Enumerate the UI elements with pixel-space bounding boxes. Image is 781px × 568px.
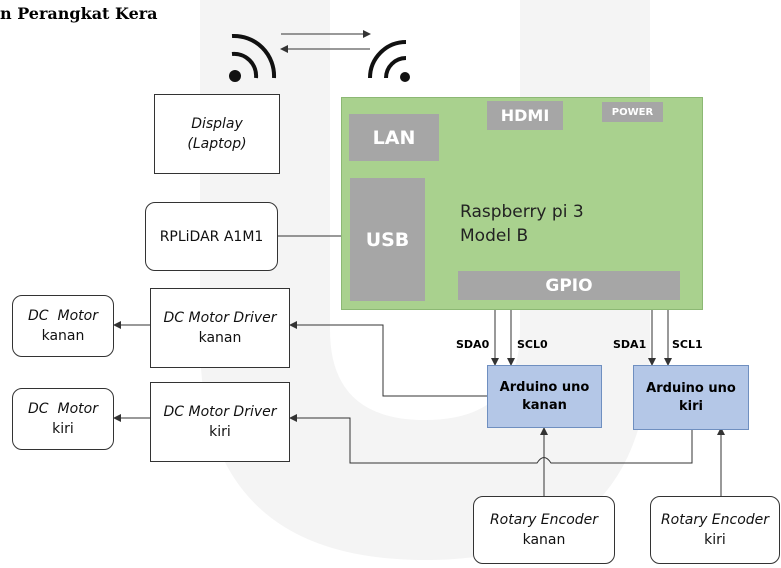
hdmi-label: HDMI (500, 106, 550, 125)
arduino-uno-kiri: Arduino uno kiri (633, 365, 749, 430)
motor-driver-kanan: DC Motor Driver kanan (150, 288, 290, 368)
scl1-label: SCL1 (672, 338, 703, 351)
dc-motor-kanan: DC Motor kanan (12, 295, 114, 357)
power-label: POWER (611, 106, 654, 118)
usb-port: USB (350, 178, 425, 301)
encoder-kiri-label: Rotary Encoder (660, 512, 770, 528)
rotary-encoder-kiri: Rotary Encoder kiri (650, 496, 780, 564)
arduino-kanan-label: Arduino uno (499, 379, 590, 395)
sda1-label: SDA1 (613, 338, 647, 351)
page-title: n Perangkat Kera (0, 4, 158, 23)
raspberry-pi-name: Raspberry pi 3 (460, 202, 584, 222)
dc-motor-kanan-label: DC Motor (28, 306, 98, 326)
dc-word: DC (28, 401, 49, 417)
encoder-kanan-side: kanan (522, 532, 566, 548)
gpio-label: GPIO (545, 275, 593, 296)
motor-driver-kiri: DC Motor Driver kiri (150, 382, 290, 462)
gpio-header: GPIO (458, 271, 680, 300)
motor-word: Motor (57, 401, 98, 417)
arduino-kanan-side: kanan (522, 397, 567, 413)
wifi-signal-icon-left (229, 33, 277, 82)
wifi-signal-icon-right (368, 40, 410, 82)
motor-driver-kiri-label: DC Motor Driver (163, 404, 277, 420)
display-sublabel: (Laptop) (187, 136, 247, 152)
rotary-encoder-kanan: Rotary Encoder kanan (473, 496, 615, 564)
arduino-uno-kanan: Arduino uno kanan (487, 365, 602, 428)
display-laptop-box: Display (Laptop) (154, 94, 280, 174)
sda0-label: SDA0 (456, 338, 490, 351)
display-label: Display (191, 116, 243, 132)
lan-label: LAN (372, 126, 416, 149)
encoder-kanan-label: Rotary Encoder (489, 512, 599, 528)
power-port: POWER (602, 102, 663, 122)
motor-driver-kanan-label: DC Motor Driver (163, 310, 277, 326)
dc-motor-kiri-side: kiri (52, 421, 74, 437)
motor-word: Motor (57, 308, 98, 324)
dc-motor-kanan-side: kanan (41, 328, 85, 344)
raspberry-pi-title: Raspberry pi 3 Model B (460, 200, 660, 248)
arduino-kiri-label: Arduino uno (646, 380, 736, 396)
arduino-kiri-side: kiri (679, 398, 703, 414)
motor-driver-kanan-side: kanan (198, 330, 242, 346)
raspberry-pi-model: Model B (460, 226, 529, 246)
rplidar-box: RPLiDAR A1M1 (145, 202, 278, 271)
hdmi-port: HDMI (487, 101, 563, 130)
dc-word: DC (28, 308, 49, 324)
dc-motor-kiri-label: DC Motor (28, 399, 98, 419)
arduino-kanan-to-driver-kanan (289, 321, 487, 397)
scl0-label: SCL0 (517, 338, 548, 351)
usb-label: USB (365, 228, 410, 251)
dc-motor-kiri: DC Motor kiri (12, 388, 114, 450)
encoder-kiri-side: kiri (704, 532, 726, 548)
rplidar-label: RPLiDAR A1M1 (159, 228, 264, 245)
motor-driver-kiri-side: kiri (209, 424, 231, 440)
lan-port: LAN (349, 114, 439, 161)
arduino-kiri-to-driver-kiri (289, 414, 693, 464)
